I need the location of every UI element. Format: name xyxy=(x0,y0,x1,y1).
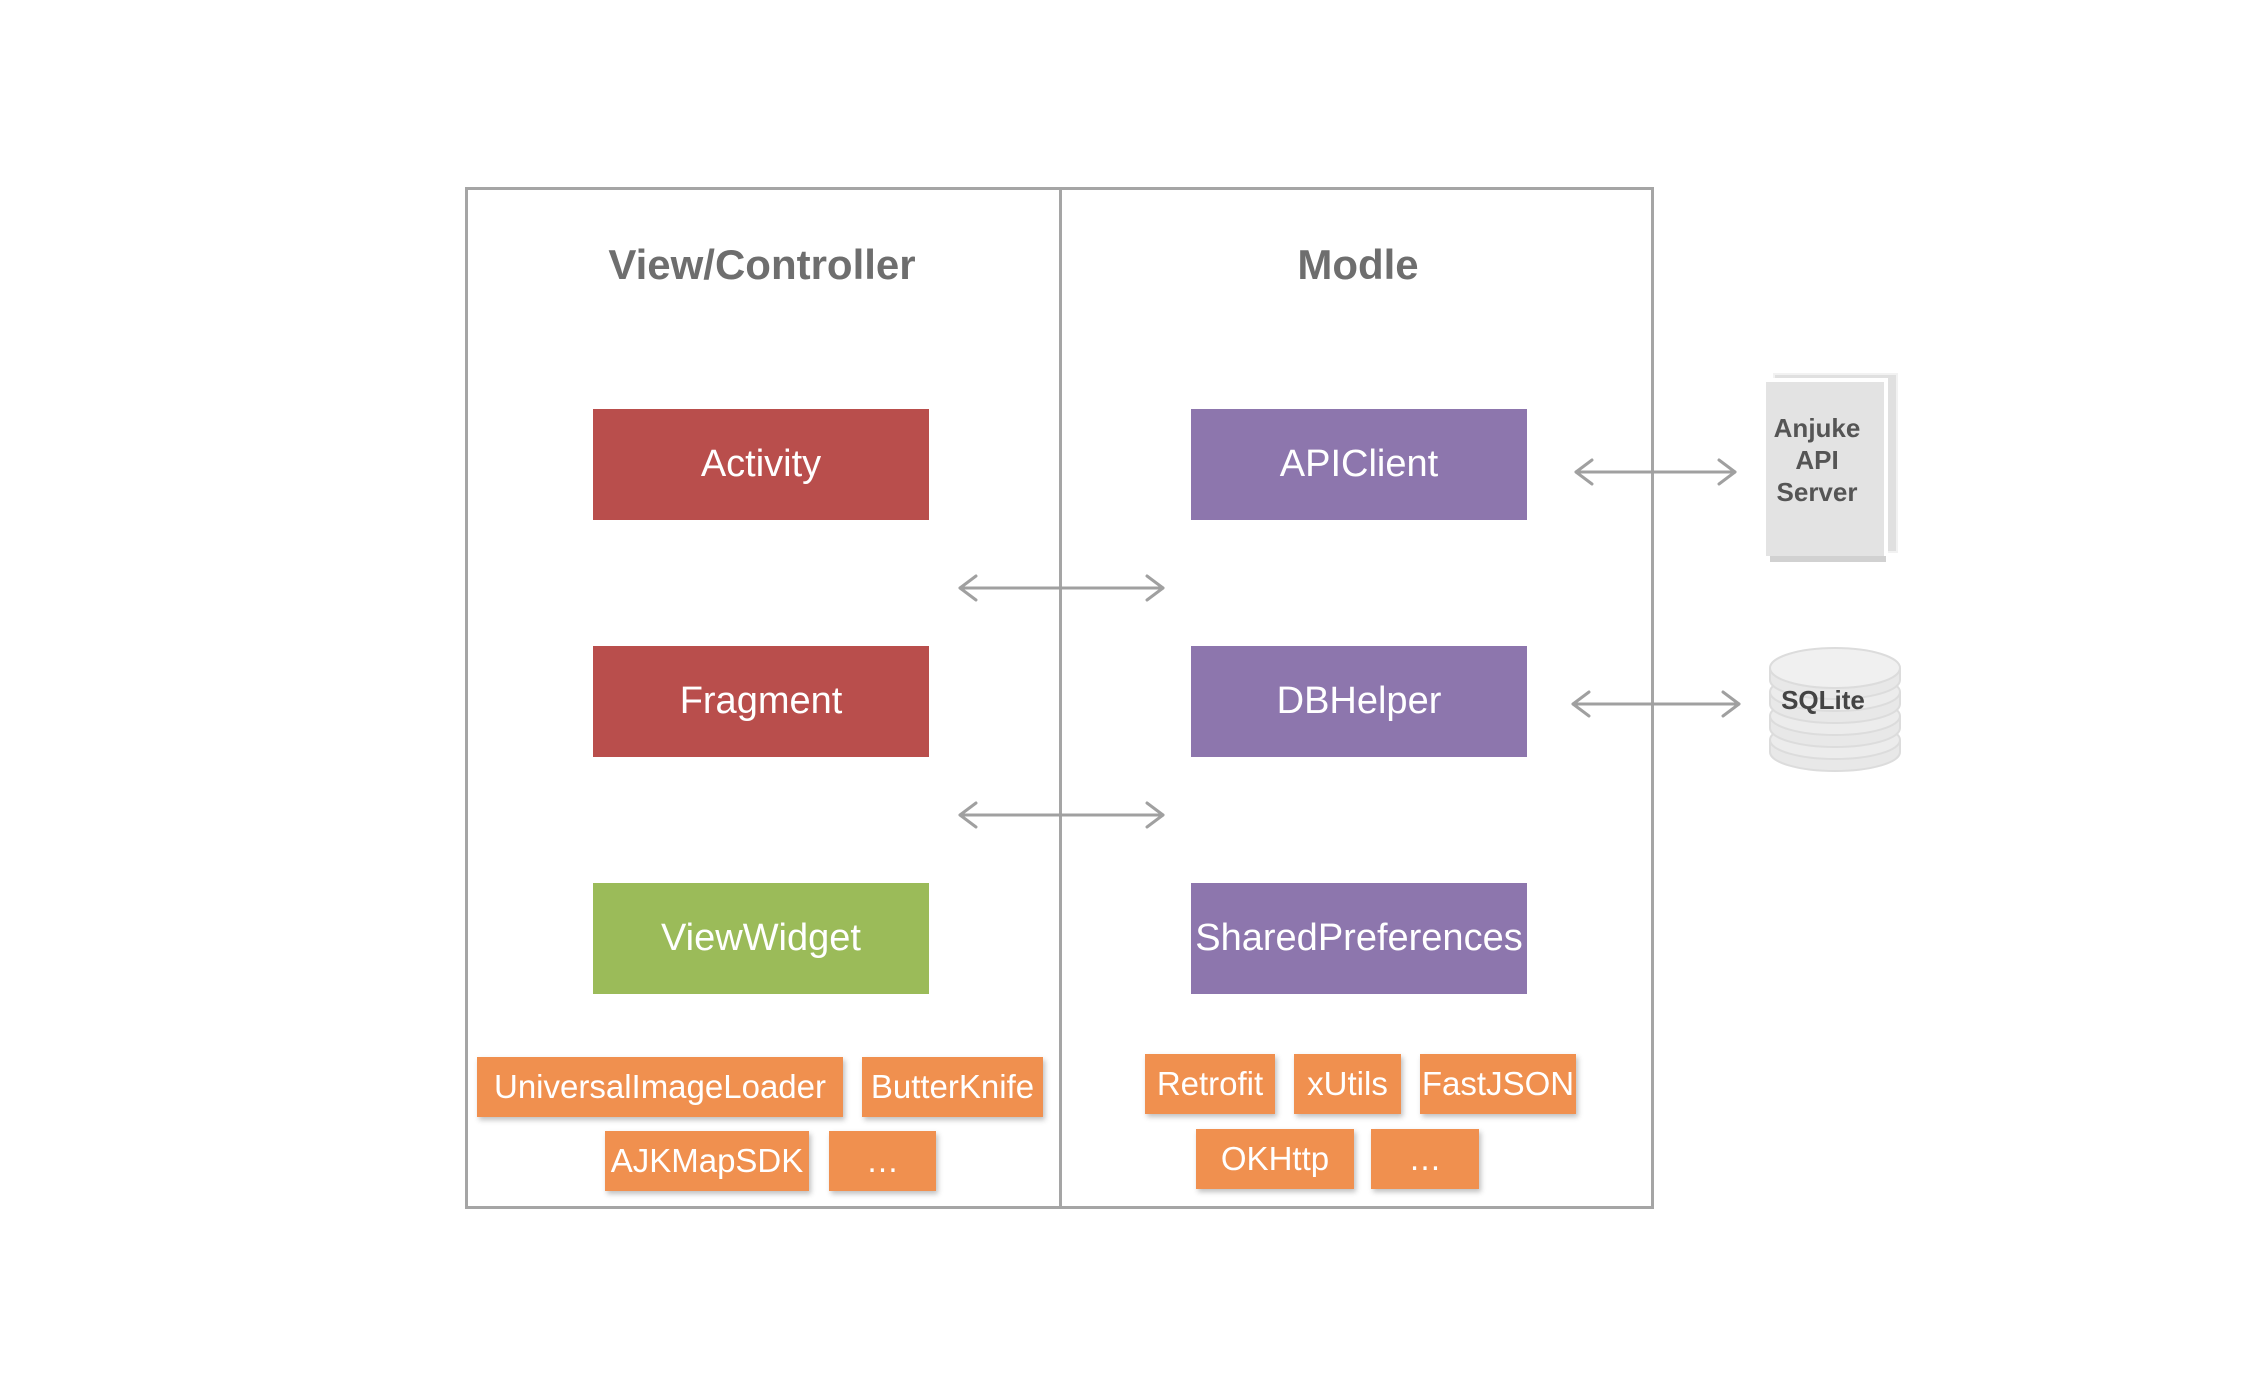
lib-xutils: xUtils xyxy=(1294,1054,1401,1114)
lib-more-view: … xyxy=(829,1131,936,1191)
server-label-line2: API xyxy=(1795,445,1839,475)
dbhelper-block: DBHelper xyxy=(1191,646,1527,757)
lib-okhttp: OKHttp xyxy=(1196,1129,1354,1189)
lib-ajkmapsdk: AJKMapSDK xyxy=(605,1131,809,1191)
column-divider xyxy=(1059,187,1062,1209)
view-controller-title: View/Controller xyxy=(608,241,916,288)
lib-more-model: … xyxy=(1371,1129,1479,1189)
sharedpreferences-block: SharedPreferences xyxy=(1191,883,1527,994)
apiclient-block: APIClient xyxy=(1191,409,1527,520)
lib-fastjson: FastJSON xyxy=(1420,1054,1576,1114)
model-title: Modle xyxy=(1297,241,1419,288)
lib-butterknife: ButterKnife xyxy=(862,1057,1043,1117)
server-label-line3: Server xyxy=(1776,477,1858,507)
activity-block: Activity xyxy=(593,409,929,520)
viewwidget-block: ViewWidget xyxy=(593,883,929,994)
server-label-line1: Anjuke xyxy=(1773,413,1861,443)
lib-universalimageloader: UniversalImageLoader xyxy=(477,1057,843,1117)
fragment-block: Fragment xyxy=(593,646,929,757)
lib-retrofit: Retrofit xyxy=(1145,1054,1275,1114)
api-server-label: Anjuke API Server xyxy=(1758,412,1876,508)
sqlite-label: SQLite xyxy=(1781,685,1865,715)
